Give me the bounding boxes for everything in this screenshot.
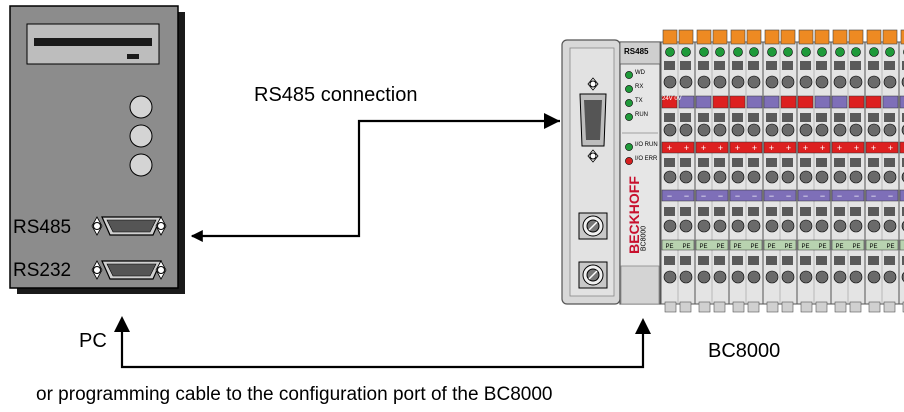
led-io-err bbox=[625, 157, 633, 165]
bottom-caption: or programming cable to the configuratio… bbox=[36, 384, 553, 405]
led-rx bbox=[625, 85, 633, 93]
led-tx bbox=[625, 99, 633, 107]
pc-button-3 bbox=[129, 153, 153, 177]
svg-text:+: + bbox=[803, 143, 808, 153]
svg-text:−: − bbox=[803, 191, 808, 201]
svg-text:+: + bbox=[888, 143, 893, 153]
svg-text:−: − bbox=[888, 191, 893, 201]
pc-rs232-label: RS232 bbox=[13, 260, 72, 281]
address-switch-2 bbox=[578, 261, 608, 289]
connection-label: RS485 connection bbox=[254, 84, 418, 106]
svg-text:+: + bbox=[786, 143, 791, 153]
rs485-connection-line bbox=[190, 119, 560, 242]
pc-arrowhead bbox=[114, 316, 130, 332]
bus-terminal: + + − − PE PE bbox=[864, 29, 900, 313]
pe-label: PE bbox=[869, 244, 877, 250]
svg-text:+: + bbox=[854, 143, 859, 153]
svg-text:+: + bbox=[752, 143, 757, 153]
pc-button-1 bbox=[129, 95, 153, 119]
pc-label: PC bbox=[79, 330, 107, 352]
pe-label: PE bbox=[665, 244, 673, 250]
svg-text:−: − bbox=[854, 191, 859, 201]
led-wd bbox=[625, 71, 633, 79]
svg-text:−: − bbox=[769, 191, 774, 201]
pe-label: PE bbox=[835, 244, 843, 250]
led-io-run-label: I/O RUN bbox=[635, 142, 658, 148]
led-io-run bbox=[625, 143, 633, 151]
svg-text:−: − bbox=[718, 191, 723, 201]
coupler-dsub-port bbox=[579, 77, 607, 163]
pc-button-2 bbox=[129, 124, 153, 148]
coupler-header: RS485 bbox=[624, 47, 649, 56]
device-label: BC8000 bbox=[708, 340, 781, 362]
bc8000-coupler bbox=[561, 39, 661, 305]
pe-label: PE bbox=[716, 244, 724, 250]
led-run bbox=[625, 113, 633, 121]
terminal-24v-label: 24V 0V bbox=[662, 96, 682, 102]
svg-text:−: − bbox=[667, 191, 672, 201]
bus-terminal: + + − − PE PE bbox=[796, 29, 832, 313]
svg-text:−: − bbox=[837, 191, 842, 201]
programming-cable-line bbox=[120, 330, 645, 369]
rs485-arrow-to-coupler bbox=[544, 113, 560, 129]
pe-label: PE bbox=[886, 244, 894, 250]
drive-slot bbox=[34, 38, 152, 46]
bus-terminal: + + − − PE PE bbox=[660, 29, 696, 313]
svg-text:−: − bbox=[752, 191, 757, 201]
pc-rs485-port bbox=[91, 216, 167, 236]
pe-label: PE bbox=[733, 244, 741, 250]
svg-text:+: + bbox=[735, 143, 740, 153]
svg-text:+: + bbox=[718, 143, 723, 153]
pe-label: PE bbox=[699, 244, 707, 250]
led-run-label: RUN bbox=[635, 112, 648, 118]
pc-case bbox=[9, 5, 185, 294]
pe-label: PE bbox=[852, 244, 860, 250]
bus-terminal: + + − − PE PE bbox=[830, 29, 866, 313]
pe-label: PE bbox=[750, 244, 758, 250]
led-wd-label: WD bbox=[635, 70, 645, 76]
pc-rs485-label: RS485 bbox=[13, 217, 72, 238]
bus-terminal: + + − − PE PE bbox=[762, 29, 798, 313]
svg-text:−: − bbox=[701, 191, 706, 201]
led-io-err-label: I/O ERR bbox=[635, 156, 658, 162]
svg-text:+: + bbox=[701, 143, 706, 153]
svg-text:+: + bbox=[667, 143, 672, 153]
bus-terminals: + + − − PE PE + + − − PE PE + + − − PE PE + + − − PE PE + + − − PE PE… bbox=[660, 29, 904, 313]
svg-text:−: − bbox=[684, 191, 689, 201]
pe-label: PE bbox=[784, 244, 792, 250]
pe-label: PE bbox=[801, 244, 809, 250]
svg-text:−: − bbox=[871, 191, 876, 201]
bus-terminal: + + − − PE PE bbox=[694, 29, 730, 313]
svg-text:−: − bbox=[820, 191, 825, 201]
bus-terminal: + + − − PE PE bbox=[728, 29, 764, 313]
pe-label: PE bbox=[682, 244, 690, 250]
svg-text:+: + bbox=[769, 143, 774, 153]
bc8000-arrowhead bbox=[635, 318, 651, 334]
svg-text:+: + bbox=[871, 143, 876, 153]
svg-text:+: + bbox=[837, 143, 842, 153]
svg-text:−: − bbox=[786, 191, 791, 201]
led-rx-label: RX bbox=[635, 84, 644, 90]
address-switch-1 bbox=[578, 212, 608, 240]
svg-text:+: + bbox=[684, 143, 689, 153]
led-tx-label: TX bbox=[635, 98, 643, 104]
pe-label: PE bbox=[818, 244, 826, 250]
pe-label: PE bbox=[767, 244, 775, 250]
svg-text:+: + bbox=[820, 143, 825, 153]
coupler-model: BC8000 bbox=[640, 225, 648, 252]
pc-rs232-port bbox=[91, 260, 167, 280]
svg-text:−: − bbox=[735, 191, 740, 201]
